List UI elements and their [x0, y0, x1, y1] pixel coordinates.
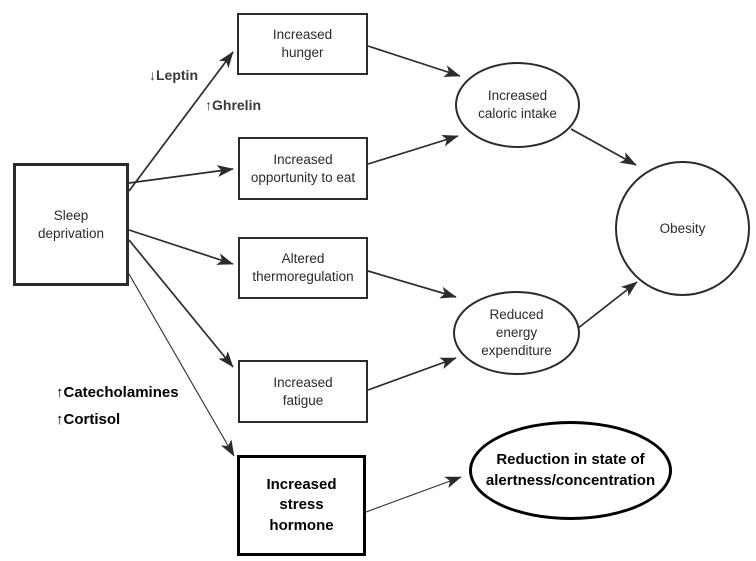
arrow-stress-hormone-to-alertness — [365, 476, 461, 513]
node-increased-hunger-label: Increased hunger — [272, 27, 333, 60]
node-altered-thermoregulation: Altered thermoregulation — [238, 237, 368, 299]
arrow-sleep-to-thermoregulation — [128, 229, 233, 264]
node-reduced-alertness: Reduction in state of alertness/concentr… — [469, 421, 672, 520]
node-reduced-energy-expenditure-label: Reduced energy expenditure — [481, 307, 552, 358]
node-obesity-label: Obesity — [659, 220, 706, 236]
edge-label-catecholamines: ↑Catecholamines — [56, 384, 179, 401]
node-sleep-deprivation: Sleep deprivation — [13, 163, 129, 286]
arrow-sleep-to-fatigue — [128, 239, 234, 367]
arrow-hunger-to-caloric-intake — [367, 45, 460, 76]
arrow-fatigue-to-energy — [367, 357, 456, 391]
arrow-sleep-to-stress-hormone — [128, 273, 235, 456]
arrow-sleep-to-hunger — [128, 52, 234, 192]
node-increased-caloric-intake: Increased caloric intake — [455, 62, 580, 148]
edge-label-cortisol: ↑Cortisol — [56, 411, 121, 428]
node-increased-hunger: Increased hunger — [237, 13, 368, 75]
arrow-caloric-intake-to-obesity — [570, 128, 636, 166]
edge-label-leptin: ↓Leptin — [149, 67, 198, 83]
node-increased-stress-hormone-label: Increased stress hormone — [266, 476, 337, 534]
node-obesity: Obesity — [615, 161, 750, 296]
node-altered-thermoregulation-label: Altered thermoregulation — [252, 251, 354, 284]
node-increased-opportunity-to-eat: Increased opportunity to eat — [238, 137, 368, 200]
node-increased-stress-hormone: Increased stress hormone — [237, 455, 366, 556]
node-increased-fatigue-label: Increased fatigue — [273, 374, 333, 408]
arrow-opportunity-to-caloric-intake — [367, 136, 458, 165]
arrow-sleep-to-opportunity — [128, 169, 233, 184]
arrow-energy-to-obesity — [576, 281, 637, 330]
edge-label-ghrelin: ↑Ghrelin — [205, 97, 262, 113]
node-increased-caloric-intake-label: Increased caloric intake — [478, 88, 557, 121]
node-increased-opportunity-to-eat-label: Increased opportunity to eat — [250, 151, 356, 185]
node-reduced-alertness-label: Reduction in state of alertness/concentr… — [485, 451, 656, 489]
node-increased-fatigue: Increased fatigue — [238, 360, 368, 423]
node-reduced-energy-expenditure: Reduced energy expenditure — [453, 291, 580, 375]
node-sleep-deprivation-label: Sleep deprivation — [37, 207, 105, 241]
arrow-thermoregulation-to-energy — [367, 270, 456, 297]
